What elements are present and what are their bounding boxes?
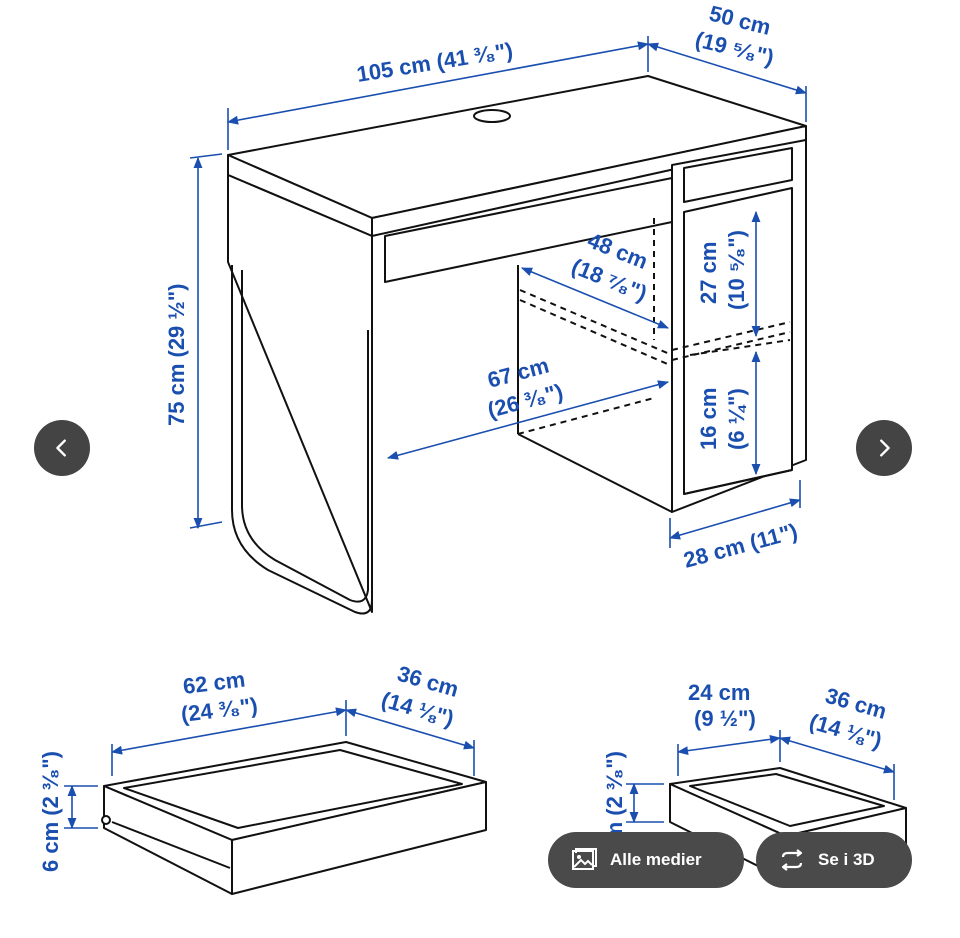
small-drawer-width-in-label: (9 ½") [694,706,756,731]
lower-space-in-label: (6 ¼") [724,388,749,450]
large-drawer-width-cm-label: 62 cm [182,667,247,699]
desk-width-label: 105 cm (41 ³⁄₈") [355,38,515,87]
previous-image-button[interactable] [34,420,90,476]
small-drawer-width-cm-label: 24 cm [688,680,750,705]
lower-space-cm-label: 16 cm [696,388,721,450]
all-media-label: Alle medier [610,850,702,869]
desk-line-drawing [227,75,807,615]
next-image-button[interactable] [856,420,912,476]
small-drawer-dimension-lines [626,730,896,824]
upper-space-in-label: (10 ⁵⁄₈") [724,230,749,310]
large-drawer-drawing [101,741,487,895]
rotate-3d-icon [781,849,803,871]
image-gallery-icon [572,848,597,870]
cabinet-width-label: 28 cm (11") [681,518,800,572]
large-drawer-height-label: 6 cm (2 ³⁄₈") [38,751,63,872]
view-3d-label: Se i 3D [818,850,875,869]
all-media-button[interactable]: Alle medier [548,832,744,888]
upper-space-cm-label: 27 cm [696,242,721,304]
chevron-left-icon [56,439,66,457]
desk-height-label: 75 cm (29 ½") [164,283,189,426]
view-3d-button[interactable]: Se i 3D [756,832,912,888]
large-drawer-dimension-lines [64,700,476,830]
desk-dimension-lines [189,36,808,548]
chevron-right-icon [880,439,890,457]
